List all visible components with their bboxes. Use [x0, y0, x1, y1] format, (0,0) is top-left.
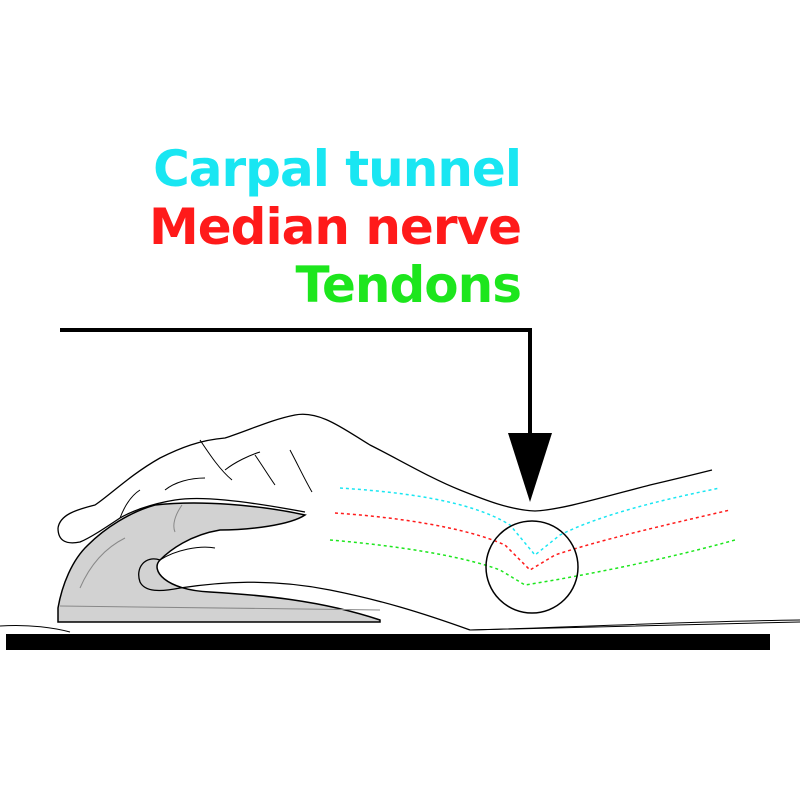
label-median-nerve: Median nerve	[148, 198, 522, 256]
median-nerve-line	[334, 509, 731, 571]
computer-mouse	[57, 502, 381, 623]
hand-outline	[57, 413, 800, 631]
desk-surface	[0, 621, 800, 650]
label-tendons: Tendons	[295, 256, 522, 314]
legend: Carpal tunnel Median nerve Tendons	[148, 140, 522, 314]
tendons-line	[329, 539, 736, 586]
pointer-arrow	[60, 328, 552, 502]
label-carpal-tunnel: Carpal tunnel	[153, 140, 522, 198]
wrist-highlight-circle	[485, 520, 579, 614]
carpal-tunnel-line	[339, 487, 721, 557]
